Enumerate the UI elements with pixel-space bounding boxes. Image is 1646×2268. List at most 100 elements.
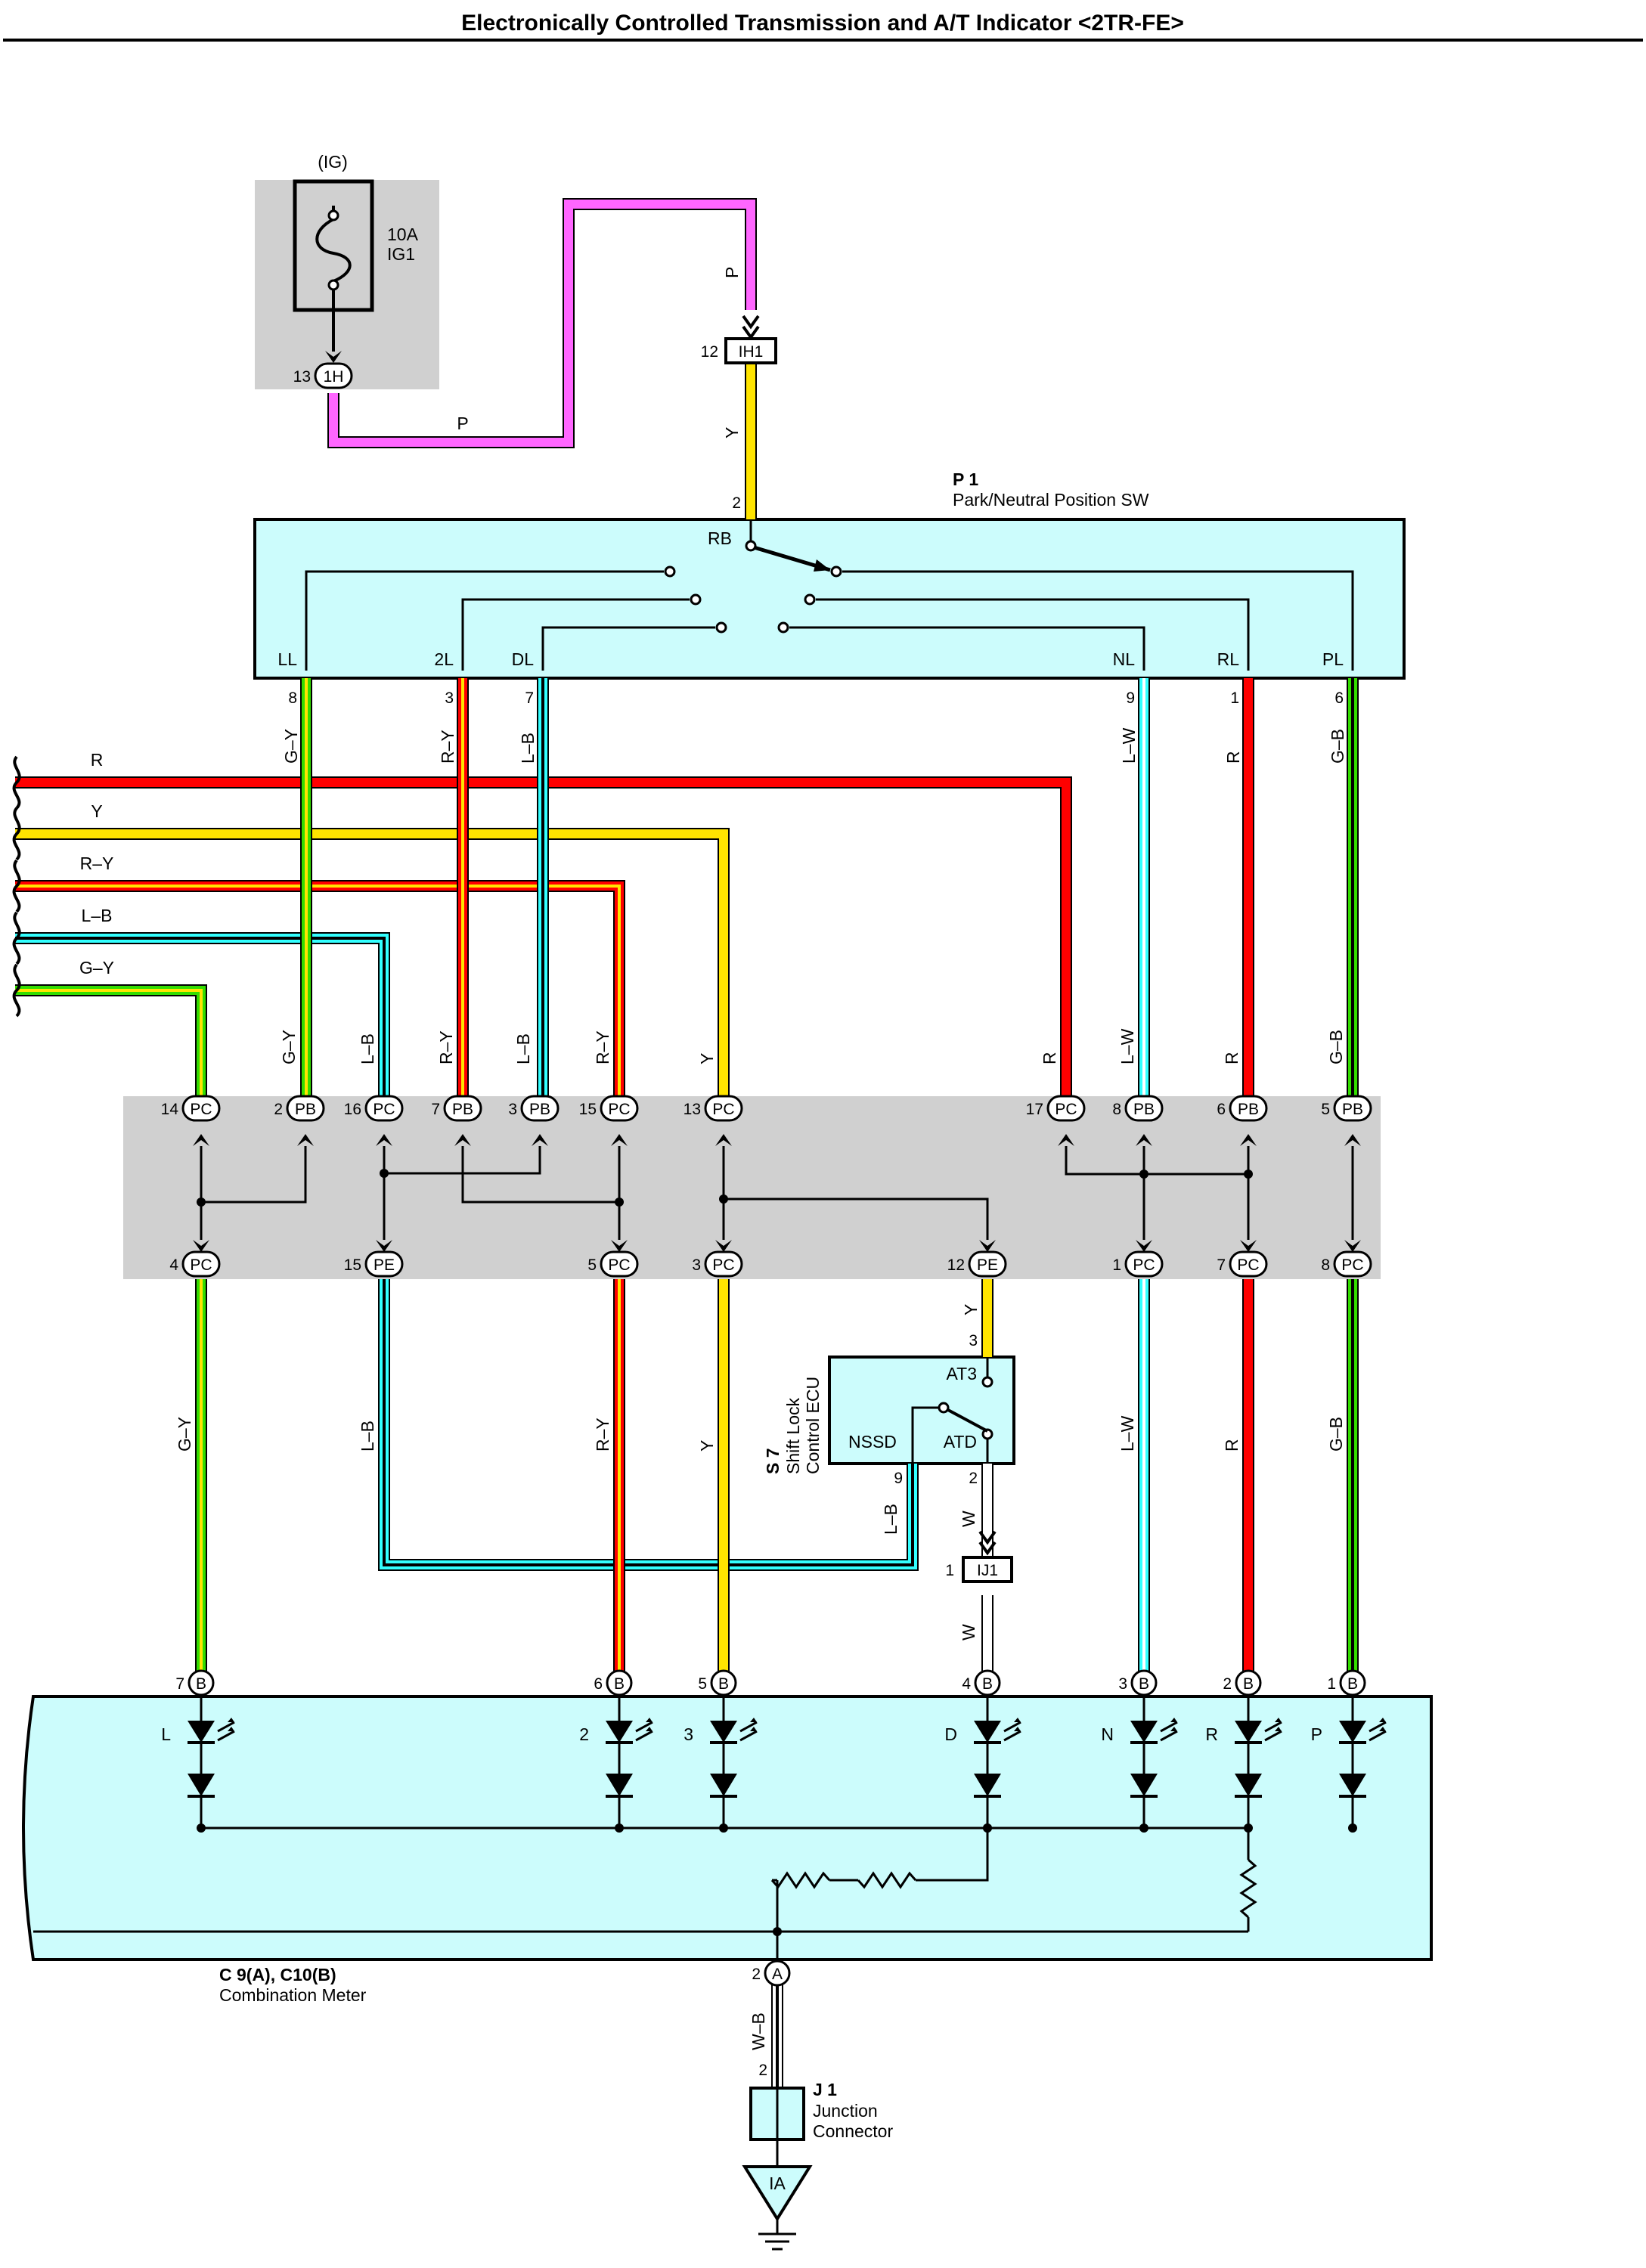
meter-input-N-pin: 3: [1118, 1675, 1127, 1693]
meter-led-label-P: P: [1311, 1724, 1322, 1744]
meter-led-label-3: 3: [684, 1724, 693, 1744]
connector-1h-shape: [314, 362, 353, 389]
jtop-arrow-icon-2: [376, 1134, 392, 1146]
jtop-connector-4-shape: [520, 1095, 560, 1122]
p1-rb-label: RB: [708, 528, 732, 548]
s7-at3-contact: [981, 1376, 993, 1388]
wire-bus-lb-stripe: [15, 937, 386, 1096]
jtop-connector-5-pin: 15: [579, 1101, 597, 1118]
p1-terminal-DL: DL: [512, 649, 535, 669]
jbot-wire-label-3: Y: [697, 1440, 717, 1452]
jtop-connector-8-shape: [1124, 1095, 1164, 1122]
jtop-connector-10-label: PB: [1342, 1101, 1363, 1118]
diode-icon-5: [1235, 1774, 1262, 1796]
jbot-connector-4-pin: 12: [947, 1256, 965, 1274]
s7-wiper: [946, 1408, 988, 1433]
contact-pl: [842, 570, 1354, 671]
wire-out-lb-stripe: [383, 1279, 914, 1566]
jtop-connector-8-label: PB: [1133, 1101, 1155, 1118]
s7-at3-label: AT3: [947, 1364, 977, 1383]
led-rays-icon-6: [1369, 1721, 1387, 1742]
jbot-connector-5-label: PC: [1133, 1256, 1155, 1274]
jbot-connector-4-shape: [968, 1250, 1007, 1278]
wire-bus-gy-stripe: [15, 989, 203, 1096]
meter-ground-connector-label: A: [772, 1966, 783, 1983]
jbot-connector-3-label: PC: [712, 1256, 734, 1274]
ground-point-triangle: [742, 2165, 813, 2222]
p1-terminal-PL: PL: [1322, 649, 1344, 669]
p1-wire-label-LL: G–Y: [281, 729, 301, 764]
jtop-arrow-icon-8: [1136, 1134, 1152, 1146]
jtop-connector-4-label: PB: [529, 1101, 550, 1118]
jbot-wire-label-0: G–Y: [175, 1417, 194, 1452]
jbot-connector-7-pin: 8: [1321, 1256, 1330, 1274]
p1-pin-DL: 7: [525, 689, 534, 707]
wiper-arrow-icon: [814, 559, 830, 572]
led-ray-heads-0: [228, 1718, 234, 1731]
meter-input-D-pin: 4: [962, 1675, 971, 1693]
meter-input-L-pin: 7: [175, 1675, 184, 1693]
meter-input-P-pin: 1: [1327, 1675, 1336, 1693]
contact-pl-dot: [830, 565, 842, 578]
jbot-arrow-icon-4: [979, 1240, 996, 1252]
junction-internals: [197, 1155, 1354, 1240]
jn-gy-dot: [197, 1198, 206, 1207]
meter-bus-dot-2: [719, 1823, 728, 1833]
ij1-chevron-icon-1: [978, 1530, 997, 1545]
jbot-connector-6-label: PC: [1237, 1256, 1259, 1274]
jn-lb-bridge: [384, 1155, 541, 1175]
diagram-title: Electronically Controlled Transmission a…: [461, 11, 1184, 36]
jn-r-dot: [1244, 1170, 1253, 1179]
ground-section: W–B 2 J 1 Junction Connector IA: [742, 2012, 893, 2251]
p1-pin-RL: 1: [1230, 689, 1239, 707]
jtop-connector-9-shape: [1229, 1095, 1268, 1122]
contact-ll: [305, 570, 664, 671]
jn-lw-dot: [1139, 1170, 1148, 1179]
jtop-arrow-icon-6: [715, 1134, 732, 1146]
wire-label-p1: P: [457, 414, 468, 433]
meter-led-label-N: N: [1101, 1724, 1114, 1744]
ground-point-label: IA: [769, 2174, 786, 2193]
ih1-label: IH1: [739, 343, 764, 361]
contact-nl: [789, 626, 1145, 671]
meter-bus-dot-1: [615, 1823, 624, 1833]
j1-name-line2: Connector: [813, 2121, 893, 2141]
led-rays-icon-4: [1160, 1721, 1178, 1742]
bus-wire-label-4: G–Y: [79, 958, 114, 978]
led-ray-heads-4: [1170, 1718, 1177, 1731]
led-rays-icon-1: [635, 1721, 653, 1742]
jtop-connector-3-pin: 7: [431, 1101, 440, 1118]
meter-input-N-label: B: [1139, 1675, 1149, 1693]
p1-switch-internals: P 1 Park/Neutral Position SW 2 RB: [305, 469, 1354, 671]
connector-1h-pin: 13: [293, 368, 311, 386]
p1-wire-label-NL: L–W: [1119, 727, 1139, 764]
s7-nssd-pin: 9: [894, 1470, 903, 1487]
jtop-connector-4-pin: 3: [508, 1101, 517, 1118]
meter-input-P-label: B: [1347, 1675, 1358, 1693]
jbot-connector-3-pin: 3: [692, 1256, 701, 1274]
jbot-connector-5-shape: [1124, 1250, 1164, 1278]
jtop-connector-8-pin: 8: [1112, 1101, 1121, 1118]
led-rays-icon-3: [1003, 1721, 1021, 1742]
p1-terminal-2L: 2L: [434, 649, 454, 669]
diode-icon-6: [1339, 1774, 1366, 1796]
s7-nssd-wire-label: L–B: [881, 1504, 900, 1535]
jbot-arrow-icon-0: [193, 1240, 209, 1252]
jbot-connector-0-label: PC: [190, 1256, 212, 1274]
p1-terminal-LL: LL: [277, 649, 297, 669]
connector-layer: RYR–YL–BG–Y1H13PPIH112YLL8G–Y2L3R–YDL7L–…: [79, 267, 1387, 1987]
j1-name-line1: Junction: [813, 2101, 878, 2121]
meter-input-L-label: B: [196, 1675, 206, 1693]
meter-gnd-node: [773, 1927, 782, 1936]
jbot-connector-2-shape: [600, 1250, 639, 1278]
jtop-wire-label-10: G–B: [1326, 1030, 1346, 1064]
jtop-connector-9-pin: 6: [1217, 1101, 1226, 1118]
jbot-arrow-icon-7: [1344, 1240, 1361, 1252]
bus-wire-label-0: R: [91, 750, 104, 770]
led-ray-heads-6: [1379, 1718, 1386, 1731]
bus-break-icon-1: [12, 807, 21, 861]
jbot-wire-label-4: Y: [961, 1304, 981, 1315]
bus-wire-label-2: R–Y: [80, 854, 114, 873]
meter-series-resistors: [916, 1828, 989, 1882]
s7-atd-label: ATD: [944, 1432, 977, 1452]
